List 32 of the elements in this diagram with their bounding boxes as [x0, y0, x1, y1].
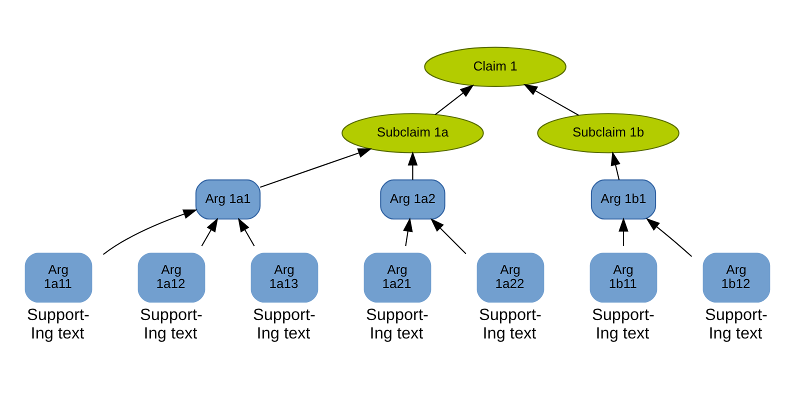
node-box: Arg 1b11 — [589, 252, 657, 303]
node-box: Arg 1b12 — [702, 252, 770, 303]
arrow — [610, 151, 620, 180]
node-label: Support- Ing text — [26, 306, 89, 343]
node-label: Support- Ing text — [365, 306, 428, 343]
node-box: Arg 1a13 — [250, 252, 318, 303]
arrow — [522, 84, 578, 116]
node-box: Arg 1a21 — [363, 252, 431, 303]
arrow — [407, 151, 418, 180]
arrow — [237, 218, 254, 246]
arrow — [102, 209, 197, 255]
node-ellipse: Subclaim 1b — [536, 113, 679, 154]
node-label: Support- Ing text — [140, 306, 202, 343]
arrow — [200, 218, 218, 246]
arrow — [434, 84, 474, 115]
node-label: Support- Ing text — [591, 306, 654, 343]
arrow — [260, 148, 372, 188]
node-box: Arg 1a12 — [137, 252, 205, 303]
node-label: Support- Ing text — [704, 306, 767, 343]
node-ellipse: Subclaim 1a — [341, 113, 484, 154]
node-box: Arg 1a11 — [24, 252, 92, 303]
arrow — [618, 218, 628, 246]
node-label: Support- Ing text — [252, 306, 315, 343]
arrow — [430, 218, 466, 254]
arrow — [402, 218, 412, 246]
node-label: Support- Ing text — [478, 306, 541, 343]
node-ellipse: Claim 1 — [424, 46, 566, 87]
node-box: Arg 1a22 — [476, 252, 544, 303]
node-box: Arg 1a1 — [194, 179, 260, 220]
node-box: Arg 1a2 — [380, 179, 445, 220]
arrow — [645, 218, 692, 257]
node-box: Arg 1b1 — [590, 179, 656, 220]
